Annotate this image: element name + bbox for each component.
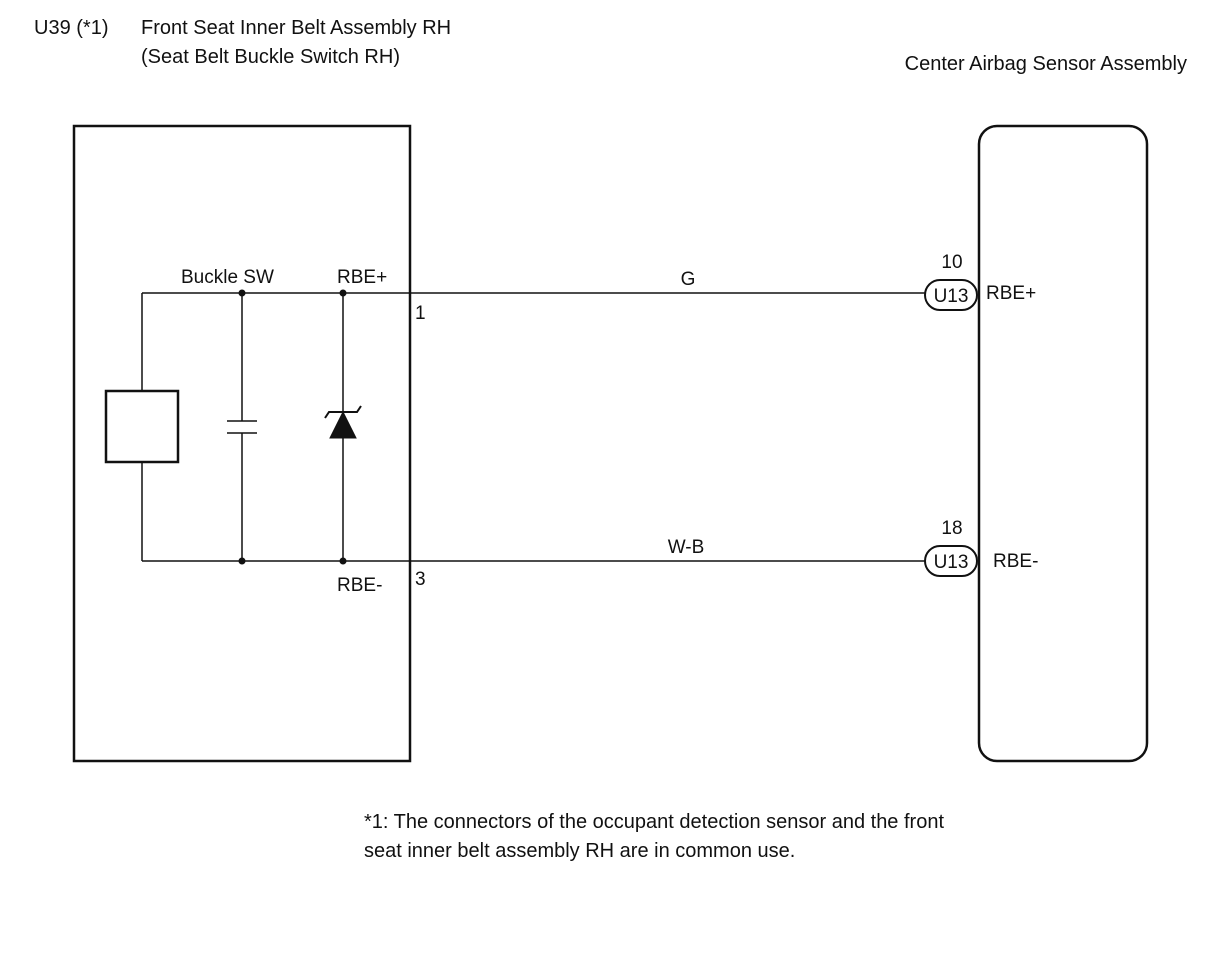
connector-top-code: U13 [934,286,969,307]
buckle-switch-label: Buckle SW [181,267,274,288]
left-pin-top-name: RBE+ [337,267,387,288]
buckle-switch-element [104,389,180,464]
left-pin-top-number: 1 [415,303,426,324]
footnote-line-2: seat inner belt assembly RH are in commo… [364,840,795,862]
junction-dot-capacitor-bottom [238,557,246,565]
wire-top-color-label: G [681,269,696,290]
capacitor-symbol [227,293,257,561]
junction-dot-diode-bottom [339,557,347,565]
connector-bottom-capsule [924,545,978,577]
left-connector-code: U39 (*1) [34,17,108,39]
wire-bottom-color-label: W-B [668,537,705,558]
left-pin-bottom-name: RBE- [337,575,382,596]
right-pin-bottom-name: RBE- [993,551,1038,572]
connector-top-capsule [924,279,978,311]
right-pin-top-number: 10 [941,252,962,273]
right-pin-bottom-number: 18 [941,518,962,539]
junction-dot-capacitor-top [238,289,246,297]
buckle-switch-circuit [141,292,410,562]
right-component-title: Center Airbag Sensor Assembly [905,53,1187,75]
right-pin-top-name: RBE+ [986,283,1036,304]
left-component-title: Front Seat Inner Belt Assembly RH [141,17,451,39]
footnote-line-1: *1: The connectors of the occupant detec… [364,811,944,833]
zener-diode-symbol [324,293,362,561]
connector-bottom-code: U13 [934,552,969,573]
right-component-box [977,124,1149,763]
left-pin-bottom-number: 3 [415,569,426,590]
left-component-subtitle: (Seat Belt Buckle Switch RH) [141,46,400,68]
junction-dot-diode-top [339,289,347,297]
left-component-box [72,124,412,763]
